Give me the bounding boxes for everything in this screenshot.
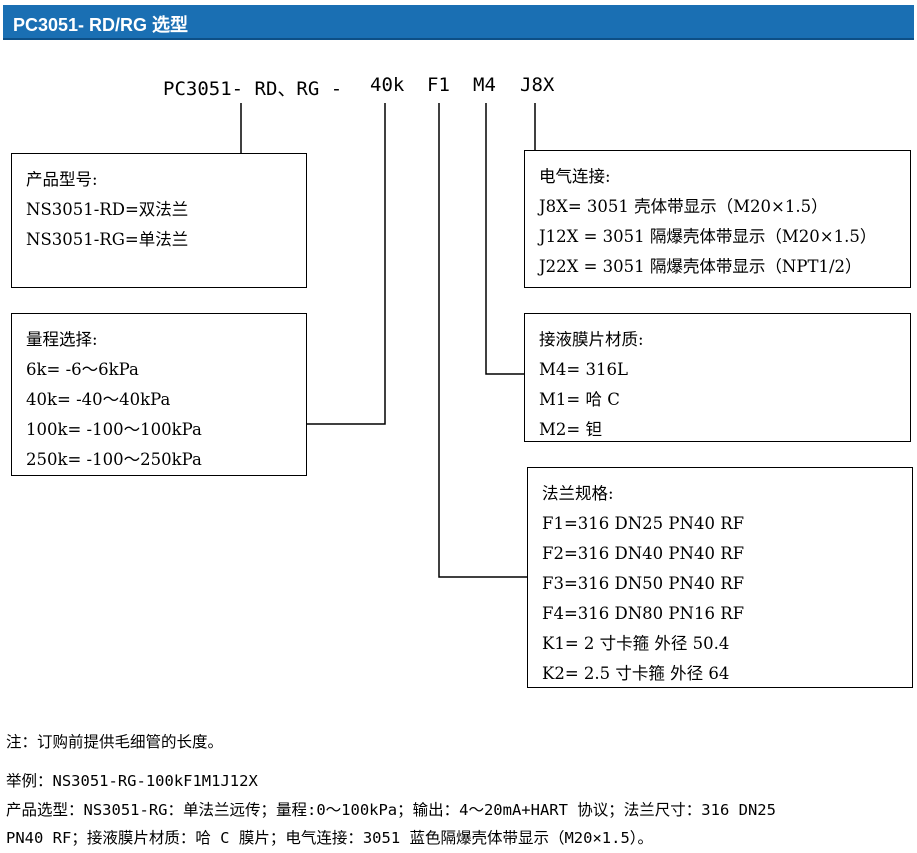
title-bar: PC3051- RD/RG 选型: [3, 5, 914, 40]
model-box-title: 产品型号:: [26, 170, 98, 189]
model-option: NS3051-RD=双法兰: [26, 200, 189, 219]
material-box-title: 接液膜片材质:: [539, 330, 644, 349]
range-option: 100k= -100～100kPa: [26, 420, 202, 439]
electrical-box-title: 电气连接:: [539, 167, 611, 186]
electrical-option: J22X = 3051 隔爆壳体带显示（NPT1/2）: [539, 257, 862, 276]
code-connection: J8X: [520, 74, 555, 96]
example-description-line-1: 产品选型：NS3051-RG：单法兰远传；量程:0～100kPa；输出：4～20…: [6, 801, 776, 819]
code-prefix: PC3051- RD、RG -: [163, 78, 343, 100]
range-box: 量程选择: 6k= -6～6kPa 40k= -40～40kPa 100k= -…: [11, 313, 307, 476]
model-box: 产品型号: NS3051-RD=双法兰 NS3051-RG=单法兰: [11, 153, 307, 288]
flange-option: F3=316 DN50 PN40 RF: [542, 574, 745, 593]
connector-flange: [438, 103, 527, 578]
material-box: 接液膜片材质: M4= 316L M1= 哈 C M2= 钽: [524, 313, 911, 442]
flange-box: 法兰规格: F1=316 DN25 PN40 RF F2=316 DN40 PN…: [527, 467, 913, 688]
range-option: 6k= -6～6kPa: [26, 360, 139, 379]
order-note: 注：订购前提供毛细管的长度。: [6, 733, 224, 751]
connector-range: [307, 103, 386, 425]
material-option: M1= 哈 C: [539, 390, 620, 409]
material-option: M4= 316L: [539, 360, 628, 379]
flange-box-title: 法兰规格:: [542, 484, 614, 503]
electrical-option: J8X= 3051 壳体带显示（M20×1.5）: [539, 197, 828, 216]
flange-option: K2= 2.5 寸卡箍 外径 64: [542, 664, 730, 683]
flange-option: F1=316 DN25 PN40 RF: [542, 514, 745, 533]
model-option: NS3051-RG=单法兰: [26, 230, 189, 249]
code-range: 40k: [370, 74, 405, 96]
code-material: M4: [473, 74, 496, 96]
flange-option: K1= 2 寸卡箍 外径 50.4: [542, 634, 730, 653]
code-flange: F1: [427, 74, 450, 96]
flange-option: F4=316 DN80 PN16 RF: [542, 604, 745, 623]
electrical-box: 电气连接: J8X= 3051 壳体带显示（M20×1.5） J12X = 30…: [524, 150, 911, 288]
example-description-line-2: PN40 RF；接液膜片材质：哈 C 膜片；电气连接：3051 蓝色隔爆壳体带显…: [6, 829, 654, 847]
flange-option: F2=316 DN40 PN40 RF: [542, 544, 745, 563]
range-option: 250k= -100～250kPa: [26, 450, 202, 469]
connector-material: [485, 103, 524, 375]
electrical-option: J12X = 3051 隔爆壳体带显示（M20×1.5）: [539, 227, 877, 246]
range-option: 40k= -40～40kPa: [26, 390, 171, 409]
material-option: M2= 钽: [539, 420, 602, 439]
range-box-title: 量程选择:: [26, 330, 98, 349]
page-title: PC3051- RD/RG 选型: [13, 15, 189, 35]
example-code: 举例：NS3051-RG-100kF1M1J12X: [6, 772, 258, 790]
